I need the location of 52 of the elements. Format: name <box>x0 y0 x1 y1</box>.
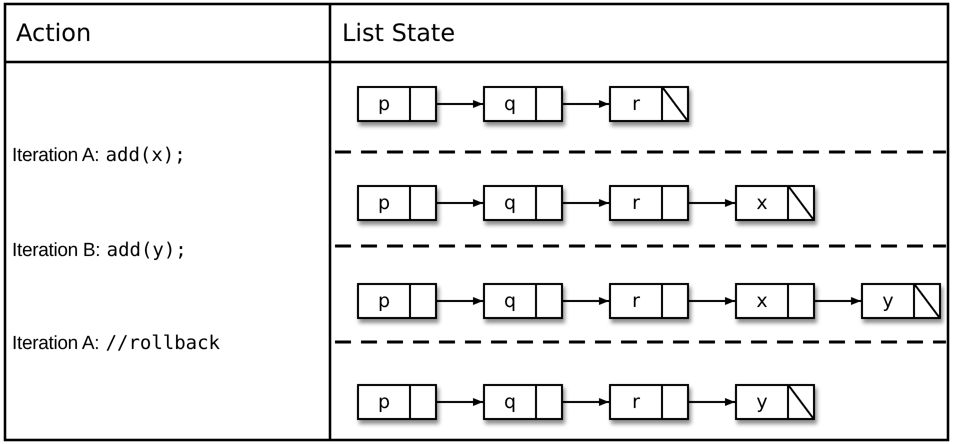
node-value: p <box>376 92 392 117</box>
list-node-box <box>609 283 689 319</box>
node-value: p <box>376 289 392 314</box>
arrow <box>563 199 609 207</box>
list-node-box <box>357 384 437 420</box>
arrow <box>437 398 483 406</box>
code-statement: add(x); <box>106 144 186 166</box>
list-node-box <box>609 86 689 122</box>
arrow <box>689 199 735 207</box>
code-statement: //rollback <box>106 332 220 354</box>
iteration-label: Iteration B: <box>12 240 100 261</box>
node-value: p <box>376 390 392 415</box>
arrow <box>689 398 735 406</box>
list-node-box <box>483 384 563 420</box>
list-node-box <box>735 185 815 221</box>
node-value: p <box>376 191 392 216</box>
list-node-box <box>357 283 437 319</box>
arrow <box>437 199 483 207</box>
iteration-label: Iteration A: <box>12 145 100 166</box>
list-node-box <box>483 283 563 319</box>
list-node-box <box>357 86 437 122</box>
node-value: q <box>502 390 518 415</box>
node-value: x <box>755 191 769 216</box>
arrow <box>563 398 609 406</box>
list-node-box <box>357 185 437 221</box>
arrow <box>815 297 861 305</box>
node-value: r <box>631 191 641 216</box>
list-node-box <box>735 384 815 420</box>
list-node-box <box>483 185 563 221</box>
column-header: Action <box>16 18 92 48</box>
node-value: q <box>502 92 518 117</box>
arrow <box>563 100 609 108</box>
code-statement: add(y); <box>106 239 187 261</box>
iteration-label: Iteration A: <box>12 333 100 354</box>
node-value: r <box>631 390 641 415</box>
node-value: x <box>755 289 769 314</box>
list-node-box <box>735 283 815 319</box>
arrow <box>437 100 483 108</box>
node-value: r <box>631 92 641 117</box>
node-value: q <box>502 191 518 216</box>
node-value: y <box>881 289 895 314</box>
list-node-box <box>483 86 563 122</box>
list-node-box <box>609 384 689 420</box>
arrow <box>563 297 609 305</box>
column-header: List State <box>342 18 456 48</box>
node-value: q <box>502 289 518 314</box>
node-value: r <box>631 289 641 314</box>
arrow <box>689 297 735 305</box>
list-node-box <box>609 185 689 221</box>
node-value: y <box>755 390 769 415</box>
arrow <box>437 297 483 305</box>
list-node-box <box>861 283 941 319</box>
